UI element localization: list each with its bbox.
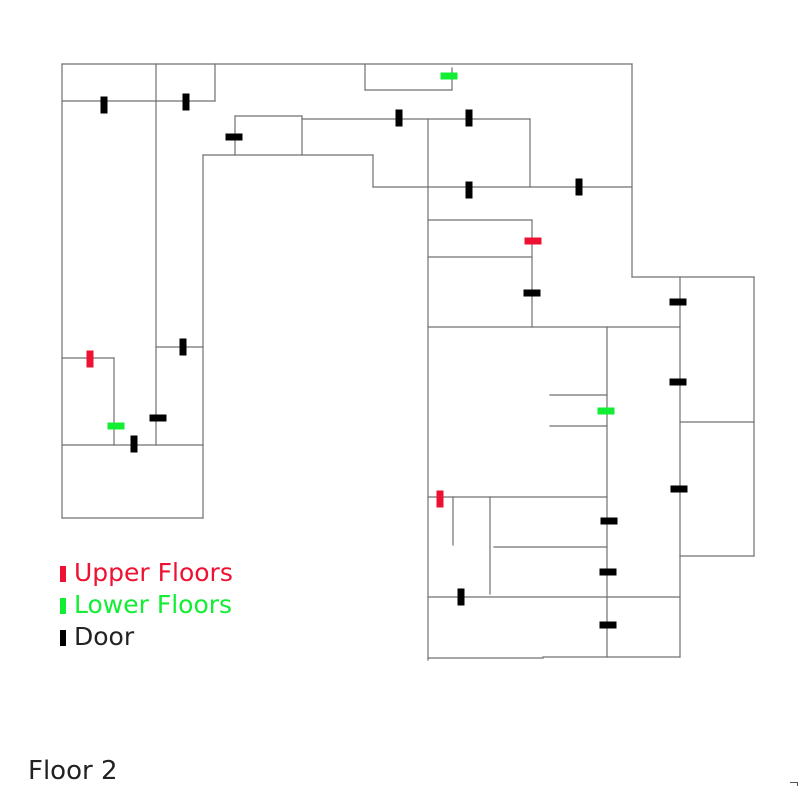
door-marker (599, 621, 617, 629)
door-marker (179, 338, 187, 356)
door-marker (225, 133, 243, 141)
lower-floors-marker (597, 407, 615, 415)
door-marker (465, 109, 473, 127)
upper-floors-swatch-icon (60, 566, 66, 582)
upper-floors-marker (86, 350, 94, 368)
door-marker (465, 181, 473, 199)
door-marker (100, 96, 108, 114)
lower-floors-marker (440, 72, 458, 80)
lower-floors-marker (107, 422, 125, 430)
door-marker (149, 414, 167, 422)
lower-floors-swatch-icon (60, 598, 66, 614)
door-marker (130, 435, 138, 453)
door-marker (575, 178, 583, 196)
floor-plan-walls (61, 63, 755, 661)
door-marker (669, 378, 687, 386)
door-marker (395, 109, 403, 127)
door-marker (599, 568, 617, 576)
corner-mark (790, 782, 798, 786)
legend-label-upper-floors: Upper Floors (74, 558, 233, 587)
legend-label-lower-floors: Lower Floors (74, 590, 233, 619)
door-marker (457, 588, 465, 606)
door-marker (670, 485, 688, 493)
floor-title: Floor 2 (28, 756, 118, 786)
door-marker (669, 298, 687, 306)
door-marker (600, 517, 618, 525)
upper-floors-marker (524, 237, 542, 245)
floor-plan-markers (86, 72, 688, 629)
door-swatch-icon (60, 630, 66, 646)
legend-label-door: Door (74, 622, 135, 651)
door-marker (523, 289, 541, 297)
upper-floors-marker (436, 490, 444, 508)
door-marker (182, 93, 190, 111)
